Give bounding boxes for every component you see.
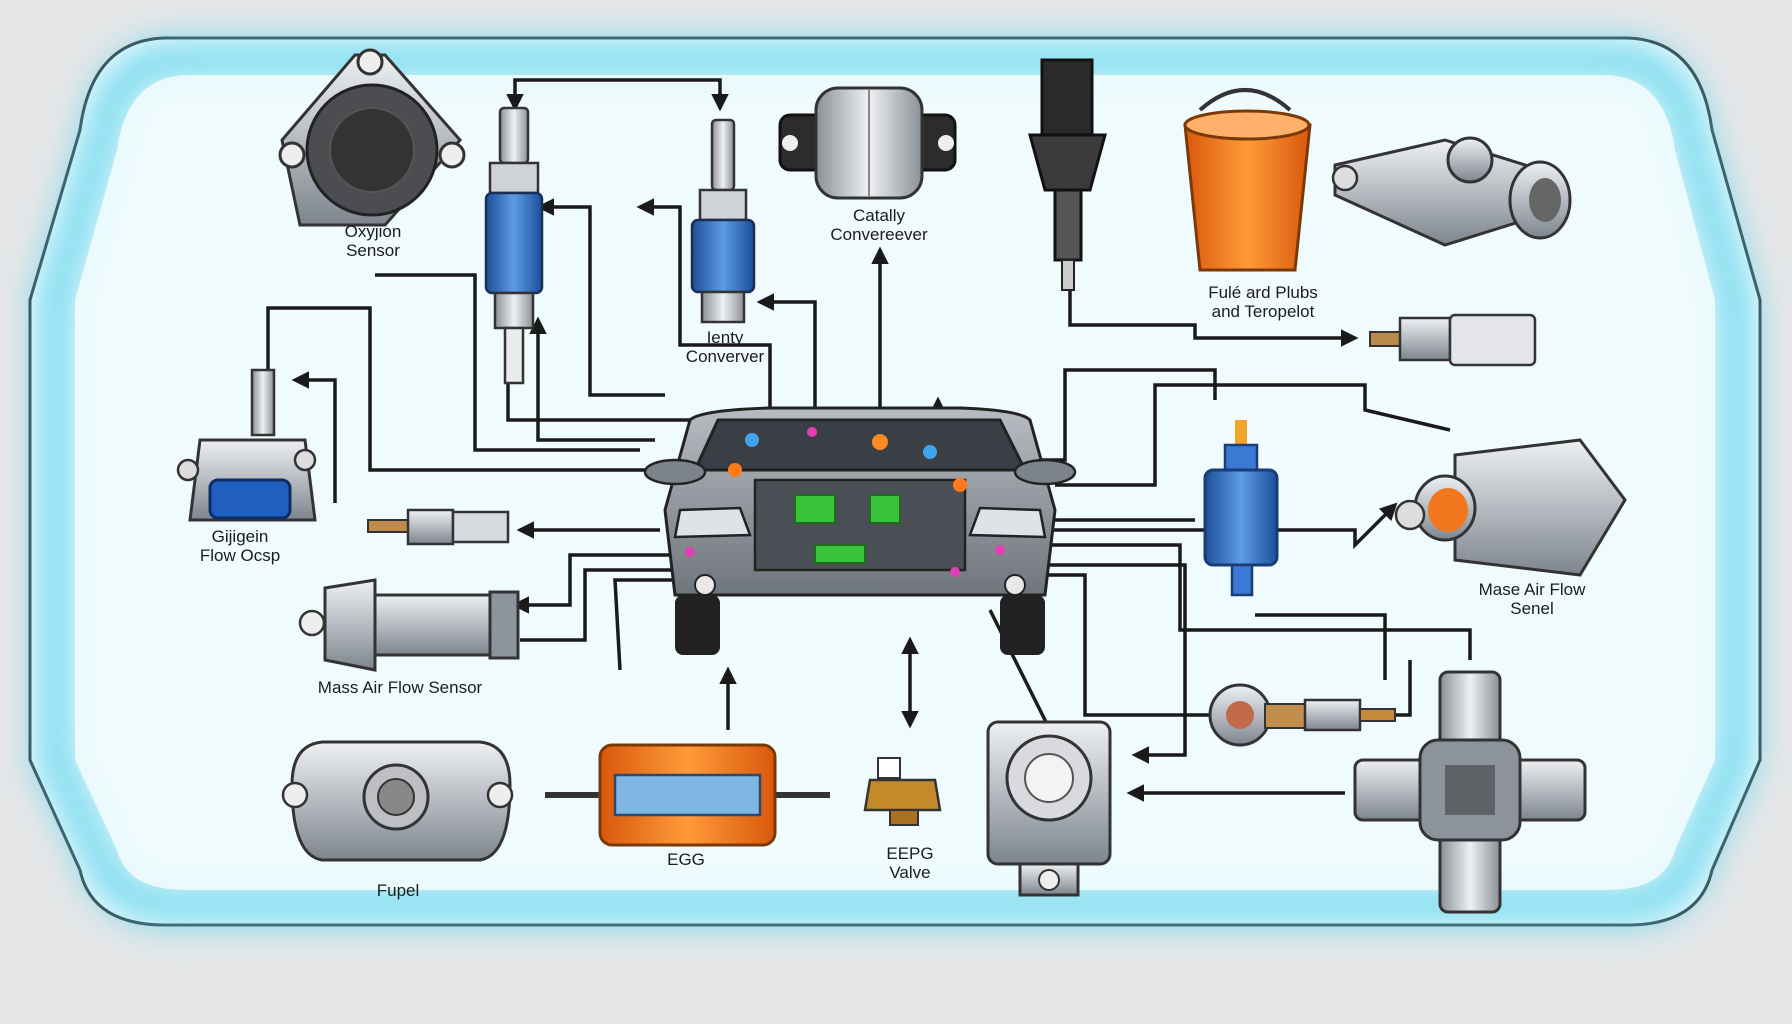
ignition-coil-part: [1203, 420, 1279, 597]
flow-sensor-left-part: [176, 368, 317, 522]
car-center: [643, 406, 1077, 655]
label-mass-air-flow-right: Mase Air Flow Senel: [1478, 580, 1586, 618]
egg-part: [545, 743, 830, 847]
spark-plug-right-part: [1369, 313, 1537, 367]
valve-block-part: [986, 720, 1112, 897]
label-flow-sensor-left: Gijigein Flow Ocsp: [199, 527, 281, 565]
oxygen-sensor-part: [278, 48, 466, 227]
label-oxygen-sensor: Oxyjion Sensor: [344, 222, 402, 260]
spark-plug-left-part: [484, 106, 544, 385]
fuel-bucket-part: [1183, 88, 1312, 272]
label-fuel-plugs: Fulé ard Plubs and Teropelot: [1208, 283, 1318, 321]
label-spark-converter: Ienty Converver: [685, 328, 765, 366]
label-catalytic-converter: Catally Convereever: [830, 206, 928, 244]
label-eepg-valve: EEPG Valve: [886, 844, 934, 882]
mass-air-flow-sensor-right-part: [1394, 438, 1627, 577]
temperature-probe-part: [1208, 683, 1396, 747]
connector-sensor-part: [1028, 58, 1107, 291]
mass-air-flow-sensor-left-part: [298, 578, 520, 672]
fuel-part: [281, 740, 514, 862]
eepg-valve-part: [863, 757, 942, 826]
small-sensor-left-part: [367, 508, 510, 546]
catalytic-converter-part: [778, 86, 957, 200]
thermostat-housing-part: [1331, 136, 1572, 247]
label-egg: EGG: [667, 850, 705, 869]
distributor-part: [1353, 670, 1587, 914]
label-mass-air-flow-left: Mass Air Flow Sensor: [317, 678, 483, 697]
spark-plug-center-part: [690, 118, 756, 324]
label-fuel: Fupel: [376, 881, 420, 900]
